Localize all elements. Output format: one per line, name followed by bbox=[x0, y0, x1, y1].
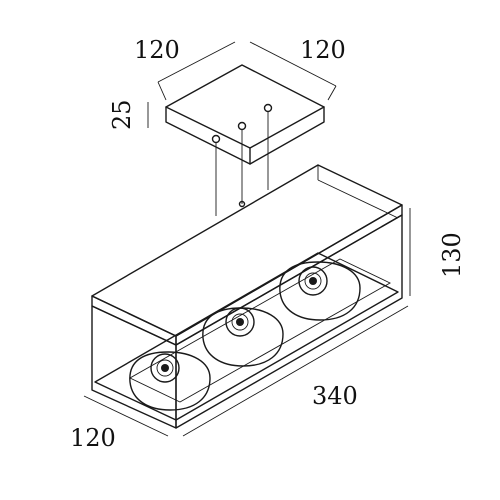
ceiling-canopy bbox=[165, 64, 325, 165]
suspension-cables bbox=[215, 112, 269, 216]
canopy-depth-label: 120 bbox=[300, 36, 346, 64]
canopy-width-label: 120 bbox=[134, 36, 180, 64]
light-heads bbox=[129, 261, 361, 411]
light-head-1 bbox=[129, 351, 211, 411]
body-depth-label: 120 bbox=[70, 424, 116, 452]
dimension-lines bbox=[83, 41, 411, 437]
canopy-fixing-points bbox=[211, 103, 273, 144]
canopy-height-label: 25 bbox=[108, 99, 136, 130]
luminaire-body bbox=[91, 164, 403, 429]
light-head-3 bbox=[279, 261, 361, 321]
body-length-label: 340 bbox=[312, 382, 358, 410]
light-head-2 bbox=[202, 307, 284, 367]
body-height-label: 130 bbox=[438, 232, 466, 278]
